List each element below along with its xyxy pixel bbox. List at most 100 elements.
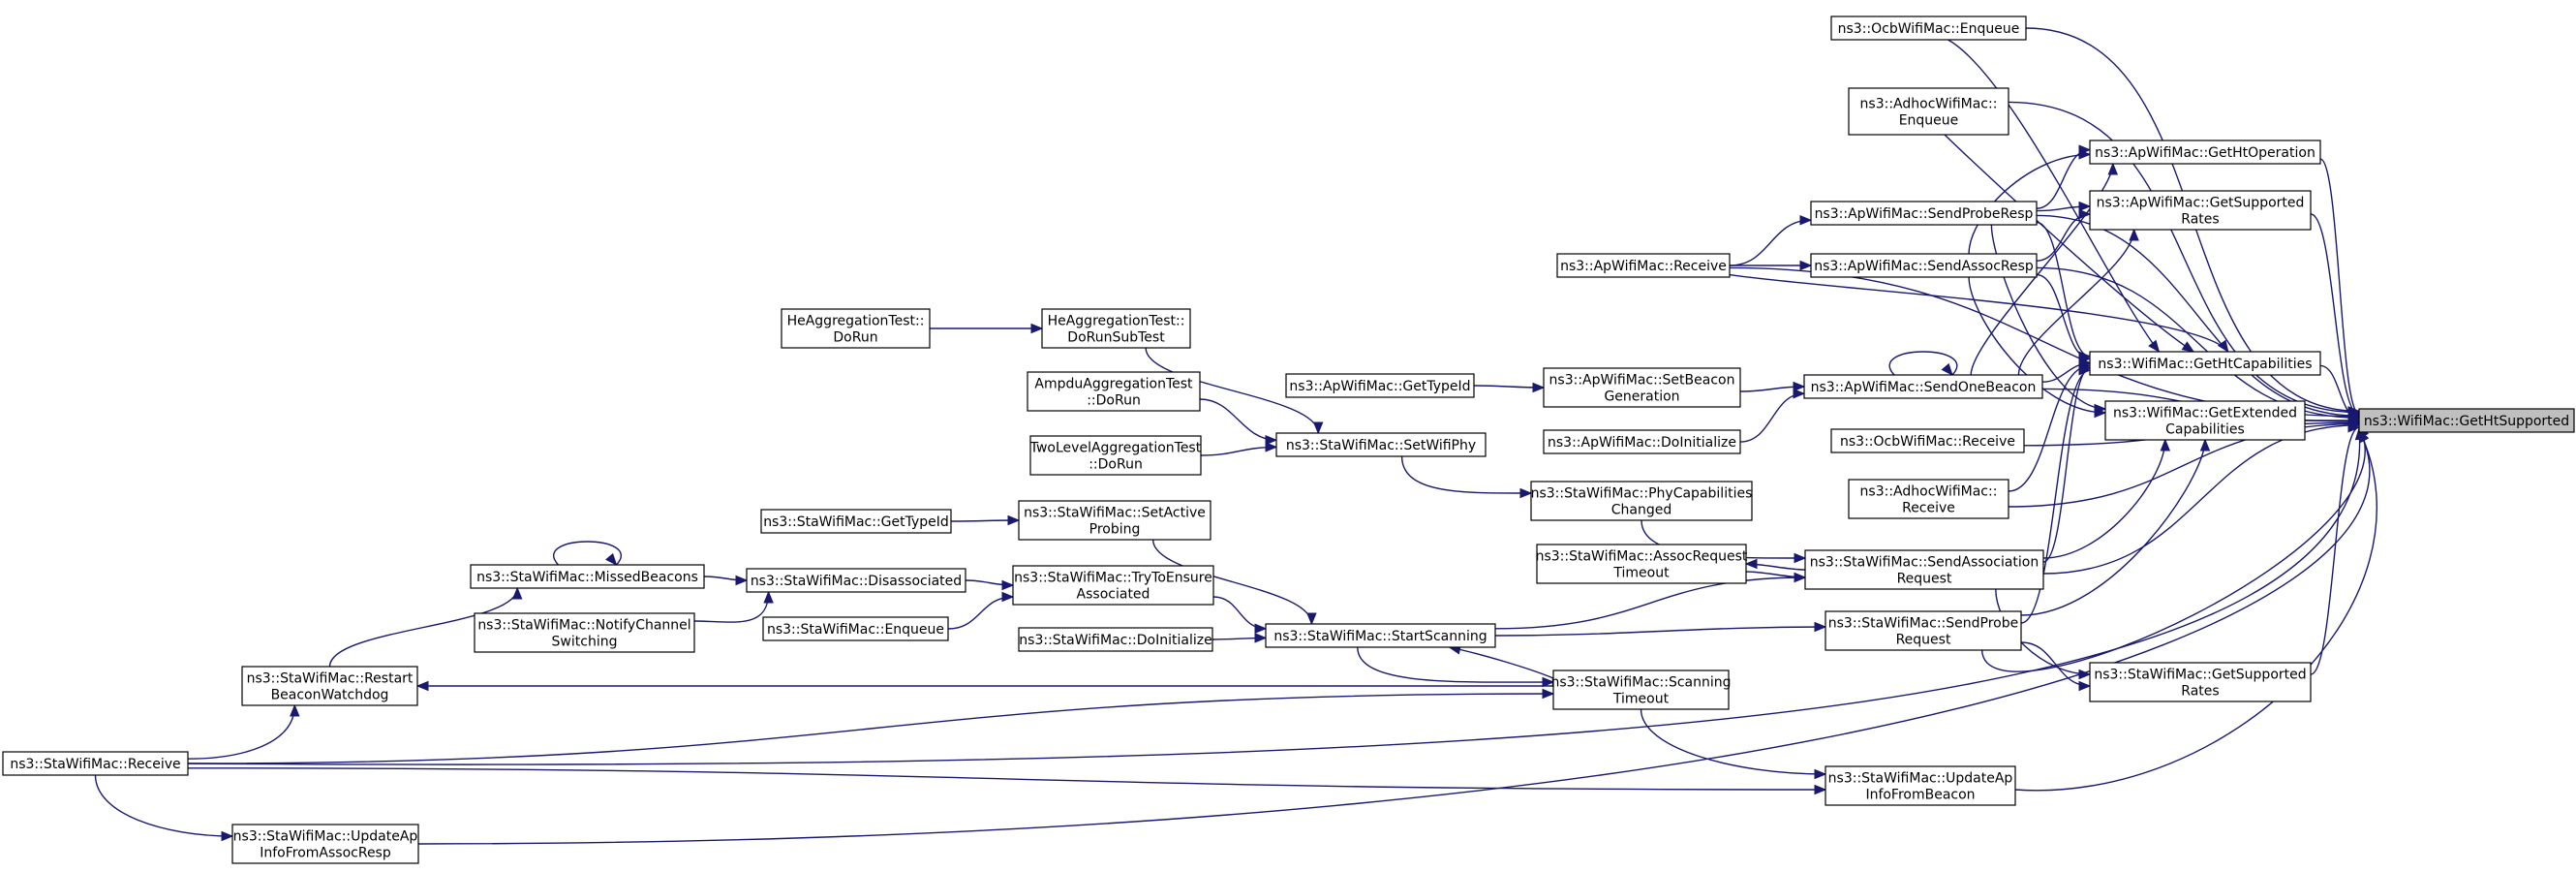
node-box: [1530, 481, 1753, 521]
node-box: [1536, 544, 1747, 584]
node-he-do-run-sub[interactable]: HeAggregationTest::DoRunSubTest: [1041, 308, 1191, 349]
node-label: DoRun: [833, 330, 877, 346]
node-label: ns3::StaWifiMac::TryToEnsure: [1014, 571, 1212, 586]
node-ap-get-type-id[interactable]: ns3::ApWifiMac::GetTypeId: [1285, 373, 1475, 398]
node-two-level-do-run[interactable]: TwoLevelAggregationTest::DoRun: [1029, 435, 1202, 476]
node-send-probe-resp[interactable]: ns3::ApWifiMac::SendProbeResp: [1810, 201, 2038, 226]
node-box: [1027, 371, 1201, 412]
edge-arrowhead: [2078, 669, 2092, 680]
node-start-scanning[interactable]: ns3::StaWifiMac::StartScanning: [1265, 623, 1496, 648]
node-adhoc-enqueue[interactable]: ns3::AdhocWifiMac::Enqueue: [1848, 87, 2009, 136]
node-sta-do-init[interactable]: ns3::StaWifiMac::DoInitialize: [1018, 627, 1213, 652]
node-label: ns3::ApWifiMac::GetSupported: [2097, 196, 2305, 211]
node-root[interactable]: ns3::WifiMac::GetHtSupported: [2358, 408, 2575, 433]
node-ocb-receive[interactable]: ns3::OcbWifiMac::Receive: [1830, 428, 2025, 453]
edge-arrowhead: [2347, 421, 2361, 433]
edge-arrowhead: [735, 575, 749, 586]
node-he-do-run[interactable]: HeAggregationTest::DoRun: [781, 308, 931, 349]
edge-arrowhead: [290, 703, 300, 717]
edge-arrowhead: [1793, 381, 1806, 392]
node-box: [1029, 435, 1202, 476]
node-sta-get-type-id[interactable]: ns3::StaWifiMac::GetTypeId: [760, 509, 952, 534]
node-ocb-enqueue[interactable]: ns3::OcbWifiMac::Enqueue: [1830, 16, 2027, 41]
node-label: ns3::StaWifiMac::UpdateAp: [233, 829, 418, 845]
call-edge: [1995, 588, 2091, 675]
node-ampdu-do-run[interactable]: AmpduAggregationTest::DoRun: [1027, 371, 1201, 412]
node-box: [2104, 400, 2306, 441]
call-edge: [1145, 347, 1319, 434]
node-label: ns3::StaWifiMac::Restart: [247, 671, 414, 687]
edge-arrowhead: [2160, 438, 2171, 452]
node-box: [1825, 610, 2022, 651]
node-label: ns3::AdhocWifiMac::: [1860, 97, 1998, 112]
node-label: Timeout: [1612, 692, 1670, 707]
node-label: ns3::StaWifiMac::AssocRequest: [1536, 549, 1748, 565]
node-label: Rates: [2181, 684, 2219, 700]
call-edge: [693, 591, 770, 623]
node-ap-get-ht-op[interactable]: ns3::ApWifiMac::GetHtOperation: [2089, 140, 2321, 165]
node-label: ns3::WifiMac::GetExtended: [2113, 406, 2297, 421]
call-edge: [328, 587, 518, 668]
node-label: ::DoRun: [1089, 457, 1143, 473]
call-edge: [1199, 398, 1277, 441]
call-edge: [1729, 273, 2229, 353]
node-box: [1012, 565, 1214, 606]
node-send-one-beacon[interactable]: ns3::ApWifiMac::SendOneBeacon: [1803, 374, 2043, 399]
node-sta-enqueue[interactable]: ns3::StaWifiMac::Enqueue: [762, 616, 949, 641]
node-set-wifi-phy[interactable]: ns3::StaWifiMac::SetWifiPhy: [1275, 432, 1487, 457]
node-update-ap-assoc[interactable]: ns3::StaWifiMac::UpdateApInfoFromAssocRe…: [231, 824, 419, 864]
node-label: ns3::StaWifiMac::PhyCapabilities: [1531, 486, 1753, 502]
node-box: [1803, 374, 2043, 399]
node-label: ns3::StaWifiMac::Enqueue: [767, 622, 944, 638]
node-box: [231, 824, 419, 864]
call-edge: [2017, 229, 2135, 376]
edge-arrowhead: [1001, 579, 1015, 591]
node-box: [474, 612, 695, 653]
edge-arrowhead: [2129, 228, 2139, 241]
edge-arrowhead: [1519, 487, 1533, 499]
node-box: [1285, 373, 1475, 398]
call-edge: [2020, 439, 2206, 616]
node-box: [1810, 253, 2038, 278]
node-label: HeAggregationTest::: [1048, 314, 1185, 329]
node-box: [2089, 662, 2312, 702]
node-label: ns3::OcbWifiMac::Enqueue: [1838, 21, 2020, 37]
call-edge: [2036, 266, 2360, 419]
node-send-assoc-resp[interactable]: ns3::ApWifiMac::SendAssocResp: [1810, 253, 2038, 278]
node-disassociated[interactable]: ns3::StaWifiMac::Disassociated: [746, 568, 966, 593]
node-ap-receive[interactable]: ns3::ApWifiMac::Receive: [1556, 253, 1731, 278]
node-label: ns3::StaWifiMac::DoInitialize: [1019, 633, 1211, 648]
edge-arrowhead: [1744, 558, 1758, 570]
self-call-edge: [1888, 351, 1958, 376]
node-label: Request: [1897, 572, 1952, 587]
call-edges: [94, 27, 2378, 845]
node-missed-beacons[interactable]: ns3::StaWifiMac::MissedBeacons: [470, 564, 705, 589]
node-box: [1275, 432, 1487, 457]
node-label: ns3::StaWifiMac::UpdateAp: [1828, 771, 2013, 787]
edge-arrowhead: [1312, 421, 1324, 435]
node-get-ht-cap[interactable]: ns3::WifiMac::GetHtCapabilities: [2089, 351, 2321, 376]
node-ap-do-init[interactable]: ns3::ApWifiMac::DoInitialize: [1543, 429, 1741, 454]
edge-arrowhead: [1265, 442, 1278, 452]
call-edge: [1200, 446, 1277, 456]
call-edge: [187, 693, 1554, 764]
edge-arrowhead: [605, 552, 618, 567]
call-edge: [2310, 213, 2360, 416]
node-adhoc-receive[interactable]: ns3::AdhocWifiMac::Receive: [1848, 479, 2009, 519]
edge-arrowhead: [1007, 514, 1021, 526]
node-sta-receive[interactable]: ns3::StaWifiMac::Receive: [2, 751, 189, 776]
